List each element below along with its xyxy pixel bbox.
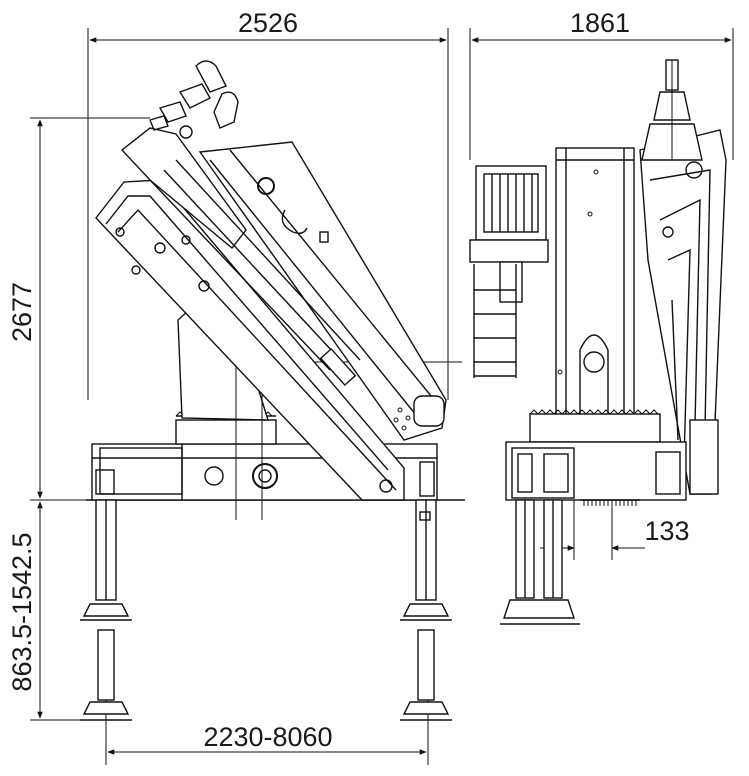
side-base xyxy=(505,441,687,506)
side-legs xyxy=(500,499,580,625)
dimension-offset-side: 133 xyxy=(540,500,690,560)
front-view xyxy=(80,60,465,721)
ladder xyxy=(473,264,517,378)
dim-label-leg-span: 2230-8060 xyxy=(203,722,332,752)
dim-label-offset-side: 133 xyxy=(644,516,689,546)
main-boom xyxy=(198,141,447,441)
dimension-leg-height: 863.5-1542.5 xyxy=(7,501,100,721)
dim-label-leg-height: 863.5-1542.5 xyxy=(7,532,37,691)
dim-label-width-side: 1861 xyxy=(570,8,630,38)
side-view xyxy=(469,59,727,625)
hook-assembly xyxy=(86,60,239,139)
dimension-leg-span: 2230-8060 xyxy=(105,690,429,765)
side-hook xyxy=(641,59,703,161)
dimension-width-side: 1861 xyxy=(469,8,734,160)
dimension-height-total: 2677 xyxy=(7,117,150,501)
front-left-leg xyxy=(80,499,132,721)
dimension-width-front: 2526 xyxy=(87,8,449,400)
dim-label-height-total: 2677 xyxy=(7,282,37,342)
control-platform xyxy=(469,165,549,303)
front-right-leg xyxy=(400,499,452,721)
side-column xyxy=(555,147,635,420)
side-slewing-ring xyxy=(529,409,661,443)
dim-label-width-front: 2526 xyxy=(238,8,298,38)
side-boom xyxy=(639,129,727,495)
folded-boom-sections xyxy=(95,127,405,501)
